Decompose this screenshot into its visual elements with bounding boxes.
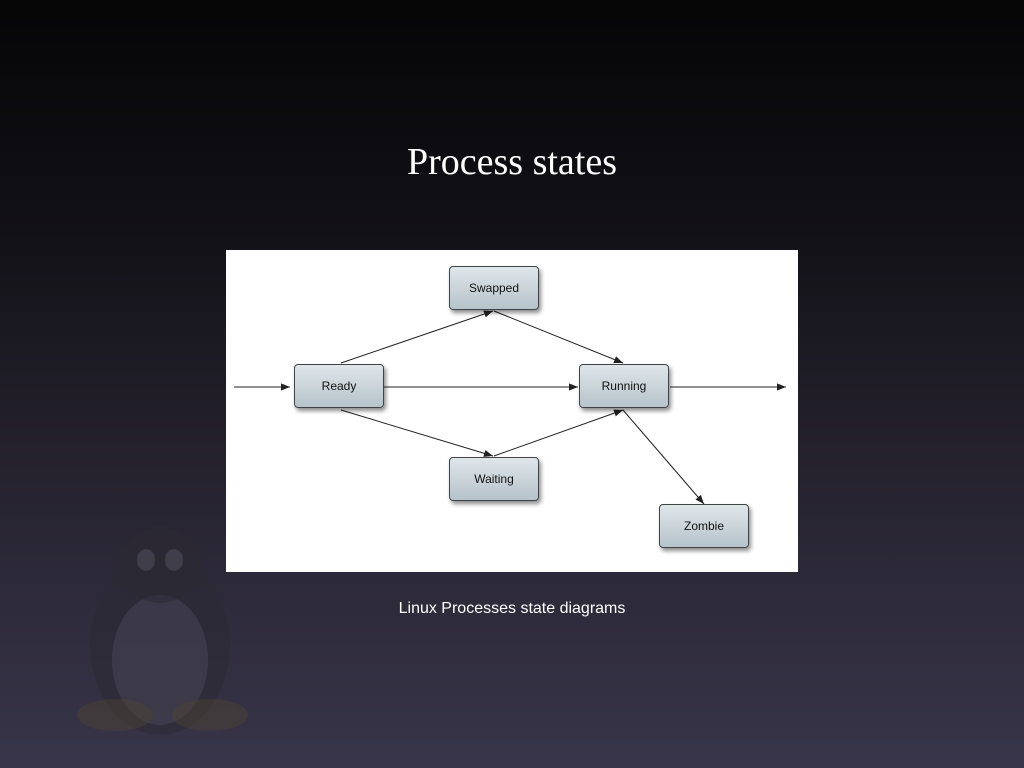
state-diagram: Swapped Ready Running Waiting Zombie [226, 250, 798, 572]
diagram-edges [234, 310, 786, 505]
slide-title: Process states [406, 141, 618, 183]
penguin-watermark-icon [77, 527, 248, 735]
edge-waiting-running [493, 409, 624, 457]
node-running: Running [579, 364, 669, 408]
node-zombie: Zombie [659, 504, 749, 548]
edge-swapped-running [493, 310, 624, 364]
node-swapped: Swapped [449, 266, 539, 310]
edge-running-zombie [622, 409, 705, 505]
edge-ready-waiting [340, 409, 494, 457]
node-waiting: Waiting [449, 457, 539, 501]
diagram-caption: Linux Processes state diagrams [398, 600, 626, 617]
edge-ready-swapped [340, 310, 494, 364]
node-ready: Ready [294, 364, 384, 408]
